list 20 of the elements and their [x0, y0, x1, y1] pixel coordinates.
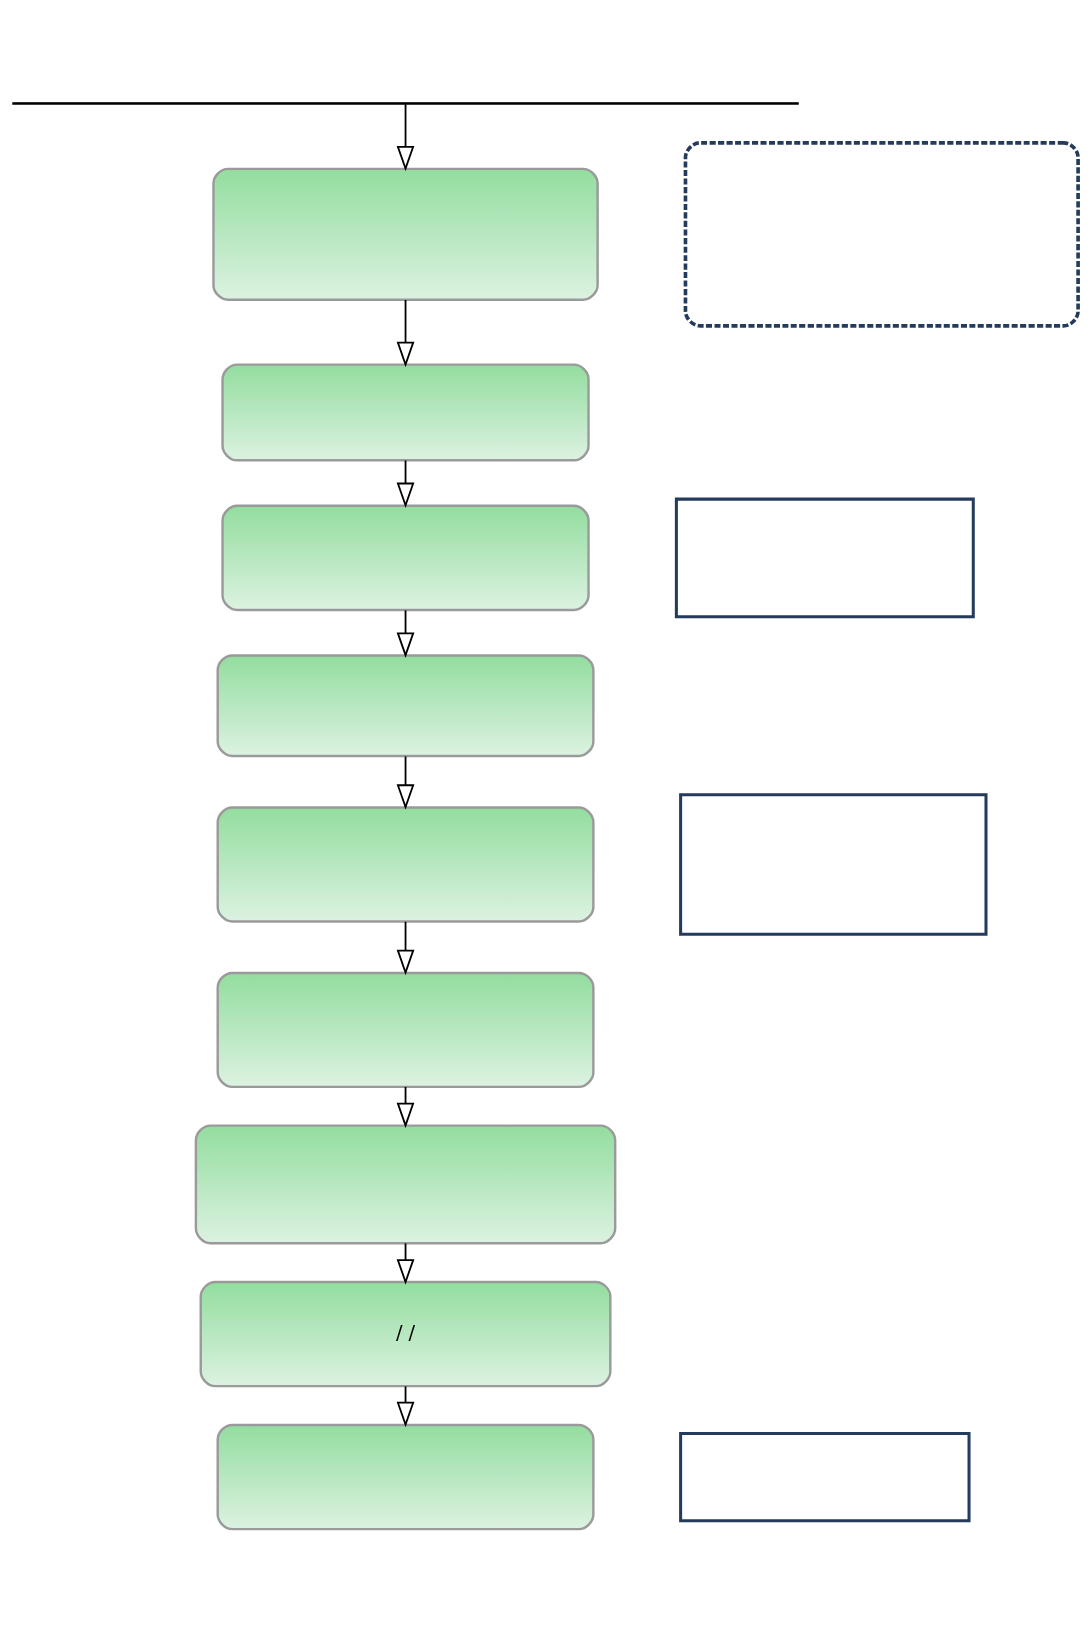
- arrow: [396, 298, 415, 367]
- node-box: [679, 792, 988, 936]
- node-box: [674, 497, 975, 618]
- node-box: [194, 1123, 617, 1244]
- node-box: [216, 1423, 595, 1530]
- node-bar: [12, 101, 799, 105]
- node-box: [683, 140, 1080, 328]
- node-box: [221, 504, 590, 611]
- arrow: [396, 102, 415, 171]
- node-box: [216, 805, 595, 923]
- node-box: [212, 167, 599, 301]
- node-box: [216, 653, 595, 757]
- node-box: [216, 971, 595, 1088]
- arrow: [396, 755, 415, 810]
- node-box: [221, 362, 590, 462]
- arrow: [396, 459, 415, 508]
- node-box: / /: [199, 1280, 612, 1387]
- arrow: [396, 920, 415, 975]
- node-box: [679, 1431, 971, 1522]
- arrow: [396, 608, 415, 658]
